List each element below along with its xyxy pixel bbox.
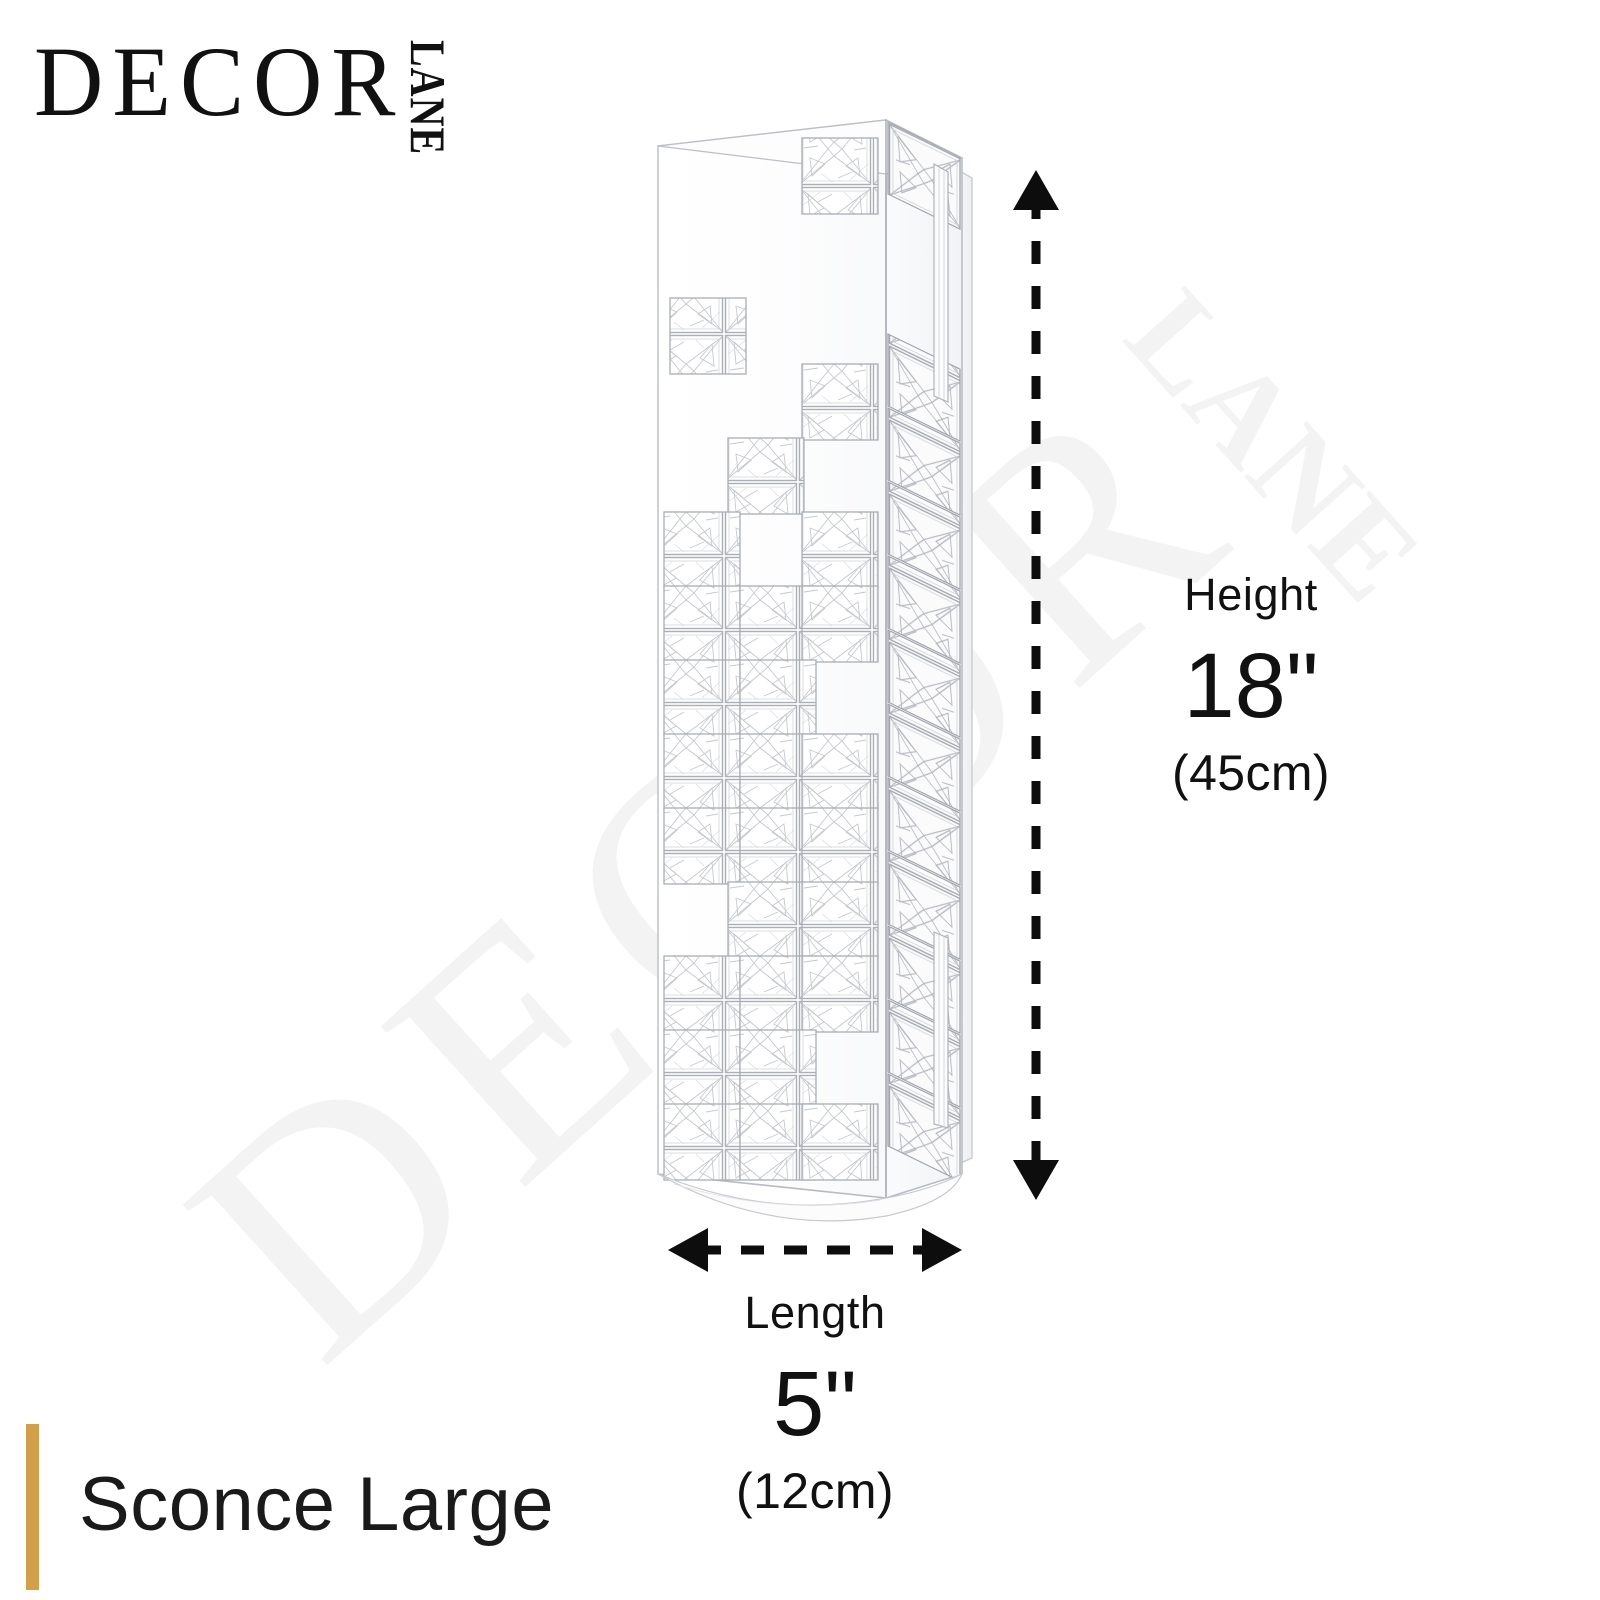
logo-decor-text: DECOR <box>34 25 405 137</box>
arrowhead-up <box>1013 170 1059 210</box>
arrowhead-down <box>1013 1160 1059 1200</box>
length-dimension-arrow <box>650 1215 980 1285</box>
brand-logo: DECOR LANE <box>34 25 456 155</box>
height-value-metric: (45cm) <box>1172 745 1330 802</box>
arrowhead-left <box>668 1228 708 1272</box>
height-value-imperial: 18" <box>1183 634 1319 737</box>
length-value-imperial: 5" <box>773 1352 857 1455</box>
product-footer: Sconce Large <box>26 1424 554 1590</box>
length-label-title: Length <box>744 1287 886 1338</box>
length-value-metric: (12cm) <box>736 1463 894 1520</box>
lower-bracket <box>933 931 949 1129</box>
crystal-tiles-side <box>887 121 961 1183</box>
logo-lane-text: LANE <box>399 40 457 156</box>
crystal-tiles-front <box>663 137 879 1181</box>
product-title: Sconce Large <box>79 1462 554 1547</box>
length-label-group: Length 5" (12cm) <box>650 1288 980 1521</box>
arrowhead-right <box>922 1228 962 1272</box>
height-dimension-arrow <box>1000 170 1072 1200</box>
height-label-group: Height 18" (45cm) <box>1096 570 1406 803</box>
gold-accent-bar <box>26 1424 39 1590</box>
product-image <box>650 112 980 1227</box>
height-label-title: Height <box>1184 569 1318 620</box>
upper-bracket <box>933 162 949 403</box>
base-reflection <box>657 1172 964 1222</box>
